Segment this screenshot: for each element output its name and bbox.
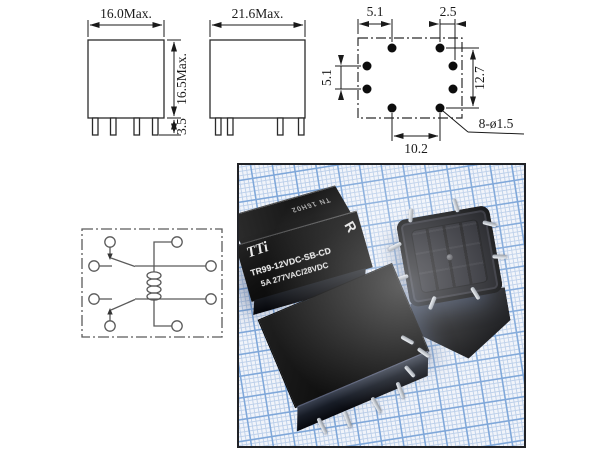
side-view [209,39,306,136]
terminal-circles [88,236,217,332]
relay-pin [109,117,117,136]
pitch-left-label: 5.1 [319,69,334,86]
relay-body-outline [87,39,165,119]
relay-pin [214,117,222,136]
relay-circuit-schematic [81,228,223,338]
schematic-case-outline [81,228,223,338]
pitch-bottom-label: 10.2 [404,141,428,156]
relay-footprint-outline [357,37,463,119]
relay-pin [151,117,159,136]
relay-pin [226,117,234,136]
front-view-dimensions [87,20,181,136]
relay-pin [91,117,99,136]
relay-pin [133,117,141,136]
pitch-top-right-label: 2.5 [440,4,457,19]
relay-body-outline [209,39,306,119]
front-pin-length-label: 3.5 [174,118,189,135]
bottom-view-dimensions [335,19,525,141]
front-width-label: 16.0Max. [100,6,152,21]
side-width-label: 21.6Max. [232,6,284,21]
armature-arrows [107,253,113,315]
side-view-dimensions [209,20,306,37]
photo-light-glare [239,165,524,446]
relay-pin [276,117,284,136]
pitch-right-label: 12.7 [472,66,487,90]
pin-holes [362,43,458,113]
bottom-view [335,19,525,141]
coil-wiring [146,241,172,327]
hole-count-diameter-note: 8-ø1.5 [479,116,514,131]
front-height-label: 16.5Max. [174,53,189,105]
contact-wiring [99,247,206,321]
dimension-drawings: 16.0Max. 16.5Max. 3.5 21.6Max. [87,4,525,156]
relay-pin [297,117,305,136]
pitch-top-left-label: 5.1 [367,4,384,19]
front-view [87,39,165,136]
product-photo: TN 16H02 TTi R TR99-12VDC-SB-CD 5A 277VA… [237,163,526,448]
